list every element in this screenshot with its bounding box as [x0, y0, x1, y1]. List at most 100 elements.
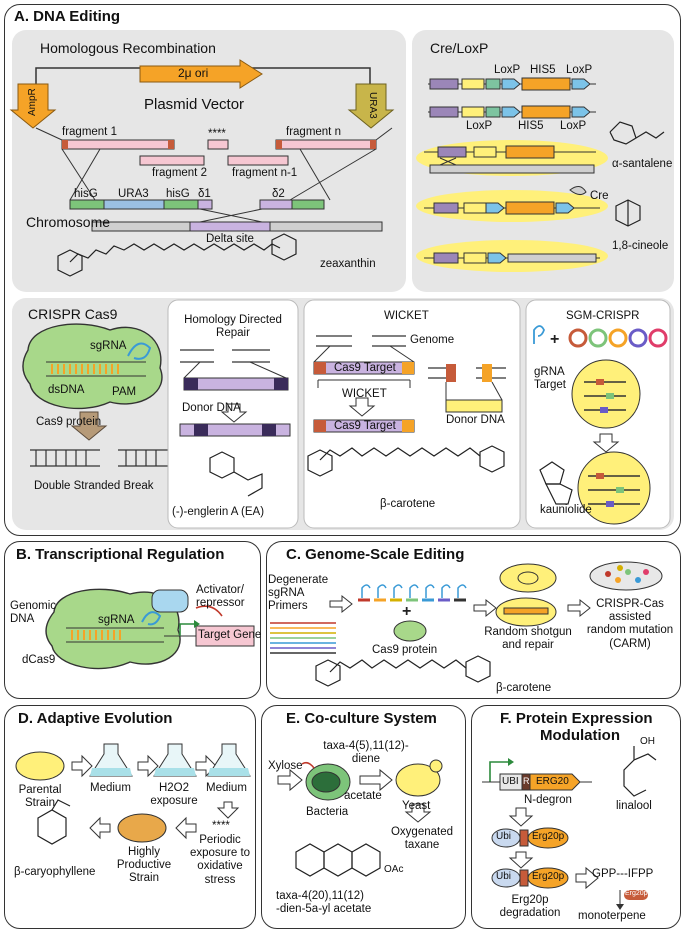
yeast-cell	[395, 763, 441, 797]
loxp1-label: LoxP	[494, 64, 521, 76]
highly-line1: Highly	[128, 846, 160, 858]
degenerate-line3: Primers	[268, 600, 308, 613]
erg20p-blob-2	[527, 867, 569, 889]
fragment-1-label: fragment 1	[62, 126, 117, 138]
target-gene-box	[195, 625, 255, 647]
activator-label: Activator/repressor	[196, 584, 245, 610]
cre-title: Cre/LoxP	[430, 40, 489, 56]
zeaxanthin-label: zeaxanthin	[320, 258, 376, 270]
highly-line2: Productive	[116, 859, 172, 872]
ori-arrow	[139, 59, 263, 89]
h2o2-line2: exposure	[150, 795, 198, 808]
oxy-line1: Oxygenated	[390, 826, 453, 838]
panel-a-title: A. DNA Editing	[14, 8, 121, 25]
f-title-line1: F. Protein Expression	[500, 710, 653, 727]
hdr-donor-label: Donor DNA	[182, 402, 241, 414]
b-cell	[45, 588, 181, 670]
c-carotene-label: β-carotene	[496, 682, 552, 694]
c-carotene-structure	[329, 659, 467, 673]
ori-label: 2μ ori	[178, 66, 209, 80]
kauniolide-label: kauniolide	[540, 504, 592, 516]
ura3-label: URA3	[118, 188, 149, 200]
wicket-title: WICKET	[384, 310, 429, 322]
xylose-label: Xylose	[268, 760, 303, 772]
genome-label: Genome	[410, 334, 455, 346]
svg-text:+: +	[550, 331, 559, 348]
random-line1: Random shotgun	[484, 626, 572, 638]
cineole-label: 1,8-cineole	[612, 240, 669, 252]
fragment-n1-label: fragment n-1	[232, 167, 298, 179]
erg20-arrow	[529, 773, 581, 791]
sgm-cell-2	[577, 451, 651, 525]
n-degron-label: N-degron	[524, 794, 572, 806]
fragment-2-bar	[139, 155, 205, 166]
genomic-line2: DNA	[10, 613, 35, 626]
cas9-protein-label: Cas9 protein	[36, 416, 102, 428]
pam-label: PAM	[112, 386, 137, 398]
periodic-line2: exposure to	[189, 847, 251, 860]
crispr-title: CRISPR Cas9	[28, 306, 118, 322]
ura3-arrow	[347, 83, 395, 129]
periodic-line1: Periodic	[199, 834, 241, 846]
genomic-line1: Genomic	[10, 600, 57, 612]
d-dots-label: ****	[212, 820, 230, 832]
medium1-label: Medium	[90, 782, 131, 794]
degr-line1: Erg20p	[511, 894, 549, 906]
cre-enzyme	[569, 186, 587, 196]
panel-b-transcriptional-regulation	[4, 541, 261, 699]
grna-line1: gRNA	[534, 366, 565, 378]
taxa-product-line1: taxa-4(20),11(12)	[276, 890, 364, 902]
carm-line2: assisted	[608, 611, 652, 624]
fragment-2-label: fragment 2	[152, 167, 207, 179]
c-cas9-blob	[393, 620, 427, 642]
activator-line2: repressor	[196, 597, 245, 610]
englerin-label: (-)-englerin A (EA)	[172, 506, 265, 518]
erg20p-blob	[527, 827, 569, 849]
dots-label: ****	[208, 128, 226, 140]
linalool-label: linalool	[616, 800, 652, 812]
ubi2-label: Ubi	[496, 831, 512, 842]
crispr-down-arrow	[70, 411, 108, 441]
oxy-line2: taxane	[404, 839, 440, 852]
f-title-line2: Modulation	[540, 727, 620, 745]
c-cell-1	[499, 563, 557, 593]
wicket-carotene-structure	[319, 447, 481, 461]
dsdna-label: dsDNA	[48, 384, 85, 396]
wicket-label: WICKET	[342, 388, 387, 400]
target-gene-label: Target Gene	[198, 629, 262, 641]
acetate-label: acetate	[344, 790, 382, 802]
loxp2-label: LoxP	[566, 64, 593, 76]
his5a-label: HIS5	[530, 64, 556, 76]
taxa-line1: taxa-4(5),11(12)-	[323, 740, 409, 752]
his5b-label: HIS5	[518, 120, 544, 132]
parental-cell	[15, 751, 65, 781]
fragment-n1-bar	[227, 155, 289, 166]
activator-line1: Activator/	[196, 584, 244, 596]
panel-d-title: D. Adaptive Evolution	[18, 710, 173, 727]
erg20p2-label: Erg20p	[532, 871, 565, 882]
periodic-line3: oxidative	[197, 860, 243, 873]
r-label: R	[523, 776, 530, 786]
monoterpene-label: monoterpene	[578, 910, 646, 922]
linalool-structure	[623, 746, 647, 797]
panel-c-title: C. Genome-Scale Editing	[286, 546, 465, 563]
taxa-diene-label: taxa-4(5),11(12)-diene	[316, 740, 416, 766]
taxa-product-line2: -dien-5a-yl acetate	[276, 903, 372, 916]
dcas9-label: dCas9	[22, 654, 56, 666]
wicket-donor-label: Donor DNA	[446, 414, 505, 426]
bacteria-label: Bacteria	[306, 806, 349, 818]
